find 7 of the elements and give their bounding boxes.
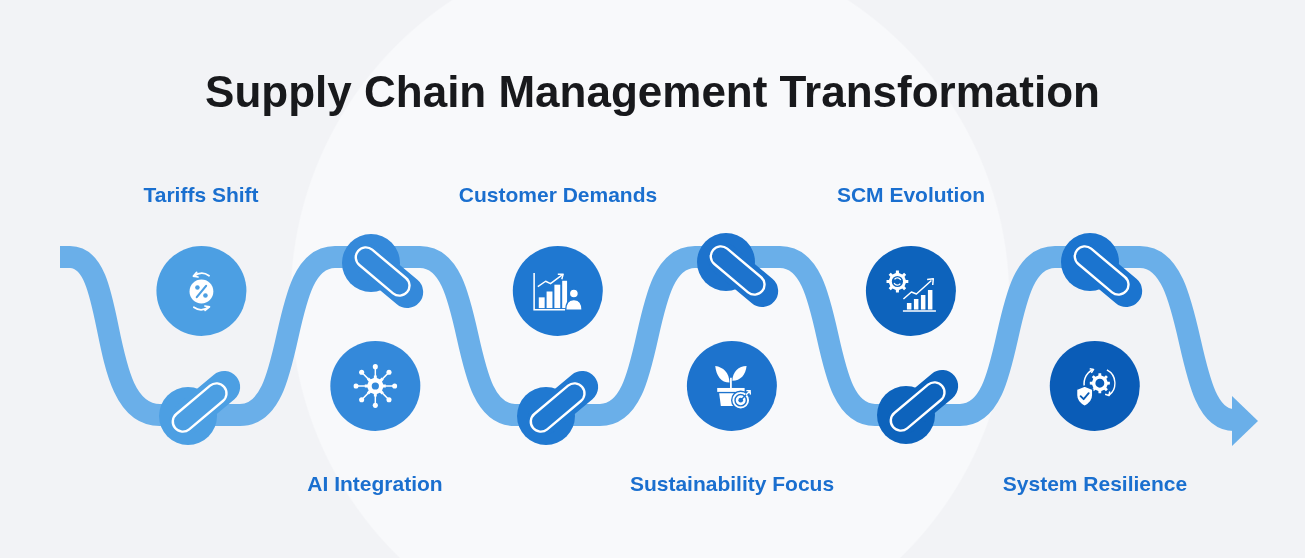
step-label: System Resilience [1002,471,1188,497]
step-label: Sustainability Focus [629,471,835,497]
diagram-title: Supply Chain Management Transformation [205,66,1100,118]
step-label: Tariffs Shift [143,182,259,208]
step-label: SCM Evolution [836,182,986,208]
step-label: AI Integration [307,471,443,497]
step-label: Customer Demands [458,182,658,208]
